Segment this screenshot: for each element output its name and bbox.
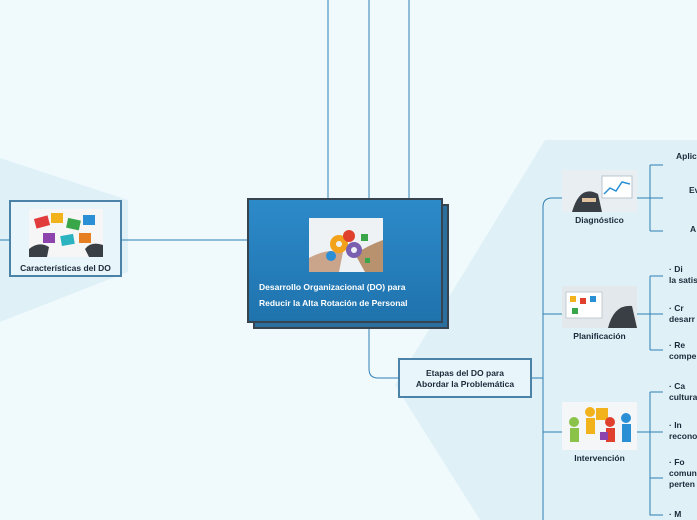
intervencion-item-4: · M [669,509,682,519]
intervencion-item-3: · Fo comun perten [669,457,697,489]
intervencion-item-2: · In recono [669,420,697,441]
central-title-line1: Desarrollo Organizacional (DO) para [259,282,406,292]
central-node[interactable]: Desarrollo Organizacional (DO) para Redu… [247,198,443,323]
diagnostico-item-3: A [690,224,697,234]
etapas-label-line1: Etapas del DO para [426,368,504,378]
intervencion-label: Intervención [574,453,625,463]
diagnostico-item-2: Ev [689,185,697,195]
gears-puzzle-image [309,218,383,272]
charts-analysis-image [562,170,637,212]
diagnostico-item-1: Aplic [676,151,697,161]
stage-planificacion[interactable]: Planificación [562,286,637,344]
stage-intervencion[interactable]: Intervención [562,402,637,466]
stages-connector [368,326,398,379]
diagnostico-branch [637,164,663,232]
intervencion-item-1: · Ca cultura [669,381,697,402]
etapas-label: Etapas del DO para Abordar la Problemáti… [400,368,530,390]
etapas-label-line2: Abordar la Problemática [415,379,515,389]
diagnostico-label: Diagnóstico [575,215,624,225]
central-title: Desarrollo Organizacional (DO) para Redu… [259,279,407,311]
planificacion-item-2: · Cr desarr [669,303,695,324]
stage-diagnostico[interactable]: Diagnóstico [562,170,637,228]
puzzle-hands-image [29,209,103,257]
planificacion-item-3: · Re compe [669,340,697,361]
team-puzzle-image [562,402,637,450]
planning-board-image [562,286,637,328]
planificacion-label: Planificación [573,331,626,341]
stages-panel [395,140,697,520]
planificacion-branch [637,275,663,351]
caracteristicas-node[interactable]: Características del DO [9,200,122,277]
etapas-node[interactable]: Etapas del DO para Abordar la Problemáti… [398,358,532,398]
intervencion-branch [637,391,663,516]
planificacion-item-1: · Di la satisf [669,264,697,285]
caracteristicas-label: Características del DO [20,263,111,273]
central-title-line2: Reducir la Alta Rotación de Personal [259,298,408,308]
stages-branch [532,197,562,520]
